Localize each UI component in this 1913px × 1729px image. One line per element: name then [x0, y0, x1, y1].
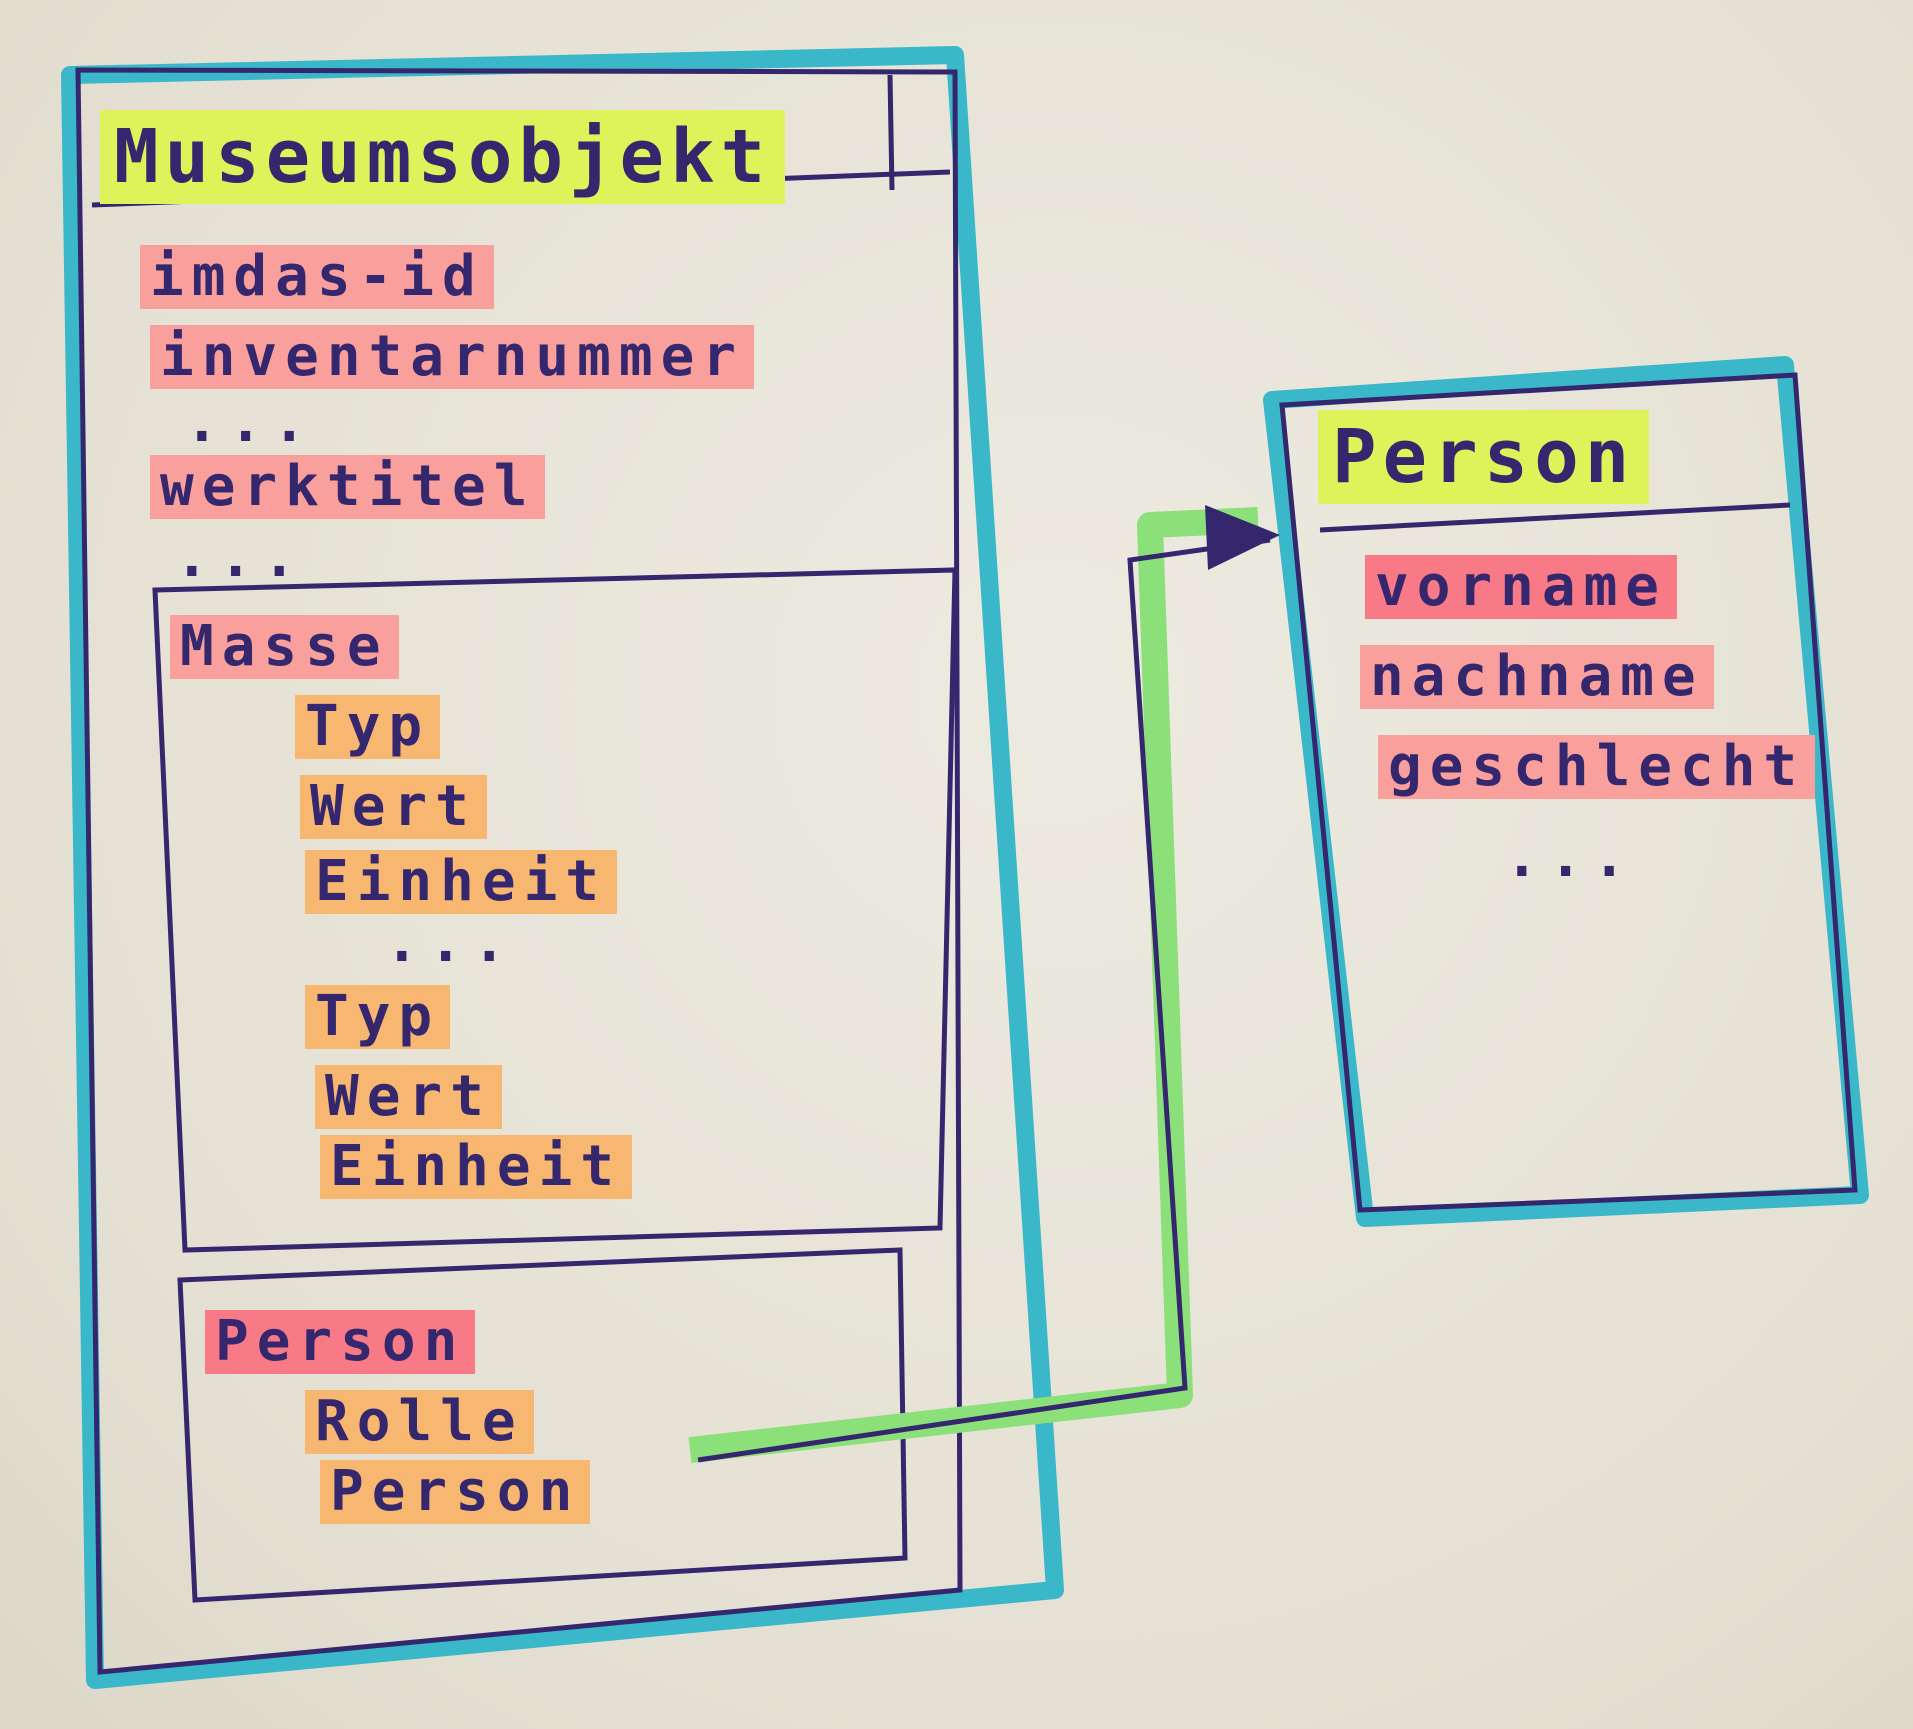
attribute-inventarnummer: inventarnummer — [150, 325, 755, 389]
person-class-title: Person — [1318, 410, 1650, 504]
reference-arrowhead — [1205, 505, 1280, 570]
person-group-box-outline — [177, 1247, 908, 1603]
attribute-werktitel: werktitel — [150, 455, 546, 519]
attribute-imdas-id: imdas-id — [140, 245, 494, 309]
masse-wert-1: Wert — [300, 775, 487, 839]
masse-ellipsis: ... — [385, 910, 517, 975]
masse-typ-2: Typ — [305, 985, 451, 1049]
museumsobjekt-frame-highlight — [61, 46, 1064, 1689]
masse-einheit-1: Einheit — [305, 850, 618, 914]
person-attribute-ellipsis: ... — [1505, 825, 1637, 890]
masse-box-outline — [152, 567, 958, 1253]
museumsobjekt-title: Museumsobjekt — [100, 110, 786, 204]
attribute-vorname: vorname — [1365, 555, 1678, 619]
attribute-ellipsis: ... — [175, 525, 307, 590]
masse-einheit-2: Einheit — [320, 1135, 633, 1199]
masse-label: Masse — [170, 615, 399, 679]
reference-line — [697, 537, 1271, 1463]
attribute-geschlecht: geschlecht — [1378, 735, 1816, 799]
person-class-box-outline — [1279, 372, 1858, 1213]
reference-line-highlight — [688, 507, 1259, 1463]
person-group-rolle: Rolle — [305, 1390, 534, 1454]
person-class-title-divider — [1319, 502, 1791, 533]
person-group-person: Person — [320, 1460, 591, 1524]
attribute-nachname: nachname — [1360, 645, 1714, 709]
museumsobjekt-box-outline — [75, 67, 963, 1675]
person-group-label: Person — [205, 1310, 476, 1374]
masse-typ-1: Typ — [295, 695, 441, 759]
masse-wert-2: Wert — [315, 1065, 502, 1129]
museumsobjekt-title-bracket — [887, 74, 895, 191]
attribute-ellipsis: ... — [185, 390, 317, 455]
